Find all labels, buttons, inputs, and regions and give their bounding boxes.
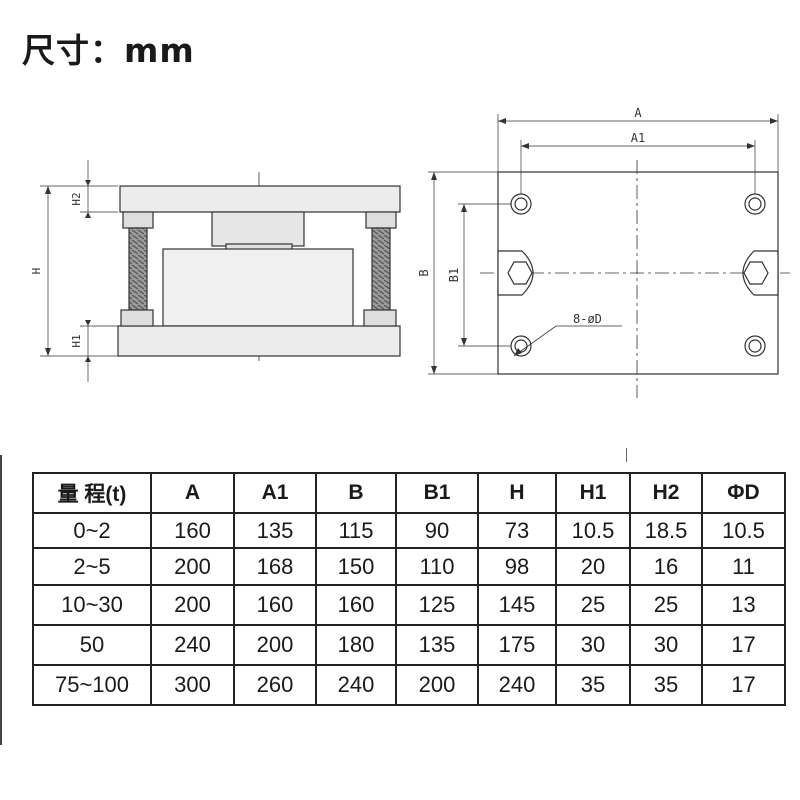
label-h2: H2	[70, 192, 83, 205]
table-cell: 135	[233, 512, 317, 549]
table-cell: 18.5	[629, 512, 703, 549]
left-threaded-rod	[128, 227, 148, 311]
table-cell: 200	[150, 547, 235, 586]
table-cell: 35	[555, 664, 631, 706]
tick-mark	[626, 448, 627, 462]
table-cell: 90	[395, 512, 479, 549]
hole-bottom-right	[744, 335, 766, 357]
table-row: 10~30 200 160 160 125 145 25 25 13	[32, 584, 786, 626]
table-cell: 200	[150, 584, 235, 626]
right-threaded-rod	[371, 227, 391, 311]
table-cell: 180	[315, 624, 397, 666]
page-title: 尺寸：mm	[22, 31, 195, 70]
table-cell: 160	[150, 512, 235, 549]
table-row: 2~5 200 168 150 110 98 20 16 11	[32, 547, 786, 586]
header-b1: B1	[395, 472, 479, 514]
table-cell: 145	[477, 584, 557, 626]
label-a: A	[634, 106, 642, 120]
left-rule	[0, 455, 2, 745]
header-d: ΦD	[701, 472, 786, 514]
left-hex-bracket	[497, 250, 534, 296]
table-cell: 13	[701, 584, 786, 626]
label-b: B	[417, 269, 431, 276]
label-b1: B1	[447, 268, 461, 282]
label-hole-callout: 8-øD	[573, 312, 602, 326]
table-cell: 25	[555, 584, 631, 626]
technical-drawing: H2 H H1	[30, 106, 790, 398]
table-cell: 200	[233, 624, 317, 666]
top-view	[428, 114, 790, 398]
table-cell: 10~30	[32, 584, 152, 626]
table-cell: 240	[150, 624, 235, 666]
table-cell: 73	[477, 512, 557, 549]
label-h1: H1	[70, 334, 83, 347]
table-header-row: 量 程(t) A A1 B B1 H H1 H2 ΦD	[32, 472, 786, 514]
header-h1: H1	[555, 472, 631, 514]
table-cell: 30	[629, 624, 703, 666]
table-cell: 2~5	[32, 547, 152, 586]
table-cell: 240	[477, 664, 557, 706]
table-cell: 10.5	[555, 512, 631, 549]
table-cell: 0~2	[32, 512, 152, 549]
table-row: 50 240 200 180 135 175 30 30 17	[32, 624, 786, 666]
header-h: H	[477, 472, 557, 514]
header-b: B	[315, 472, 397, 514]
header-a1: A1	[233, 472, 317, 514]
load-hub	[211, 211, 305, 247]
label-a1: A1	[631, 131, 645, 145]
table-cell: 75~100	[32, 664, 152, 706]
table-cell: 168	[233, 547, 317, 586]
header-range: 量 程(t)	[32, 472, 152, 514]
table-cell: 160	[315, 584, 397, 626]
table-cell: 20	[555, 547, 631, 586]
label-h: H	[30, 268, 43, 275]
table-cell: 110	[395, 547, 479, 586]
table-cell: 125	[395, 584, 479, 626]
table-cell: 300	[150, 664, 235, 706]
header-a: A	[150, 472, 235, 514]
table-cell: 150	[315, 547, 397, 586]
table-cell: 30	[555, 624, 631, 666]
table-row: 0~2 160 135 115 90 73 10.5 18.5 10.5	[32, 512, 786, 549]
table-cell: 17	[701, 624, 786, 666]
table-cell: 11	[701, 547, 786, 586]
table-cell: 160	[233, 584, 317, 626]
top-plate	[119, 185, 401, 213]
table-cell: 16	[629, 547, 703, 586]
table-cell: 115	[315, 512, 397, 549]
header-h2: H2	[629, 472, 703, 514]
table-cell: 35	[629, 664, 703, 706]
side-view	[40, 160, 401, 382]
spec-table: 量 程(t) A A1 B B1 H H1 H2 ΦD 0~2 160 135 …	[32, 472, 786, 706]
load-cell-body	[162, 248, 354, 327]
table-cell: 17	[701, 664, 786, 706]
bottom-plate	[117, 325, 401, 357]
table-cell: 240	[315, 664, 397, 706]
table-cell: 10.5	[701, 512, 786, 549]
table-cell: 260	[233, 664, 317, 706]
table-cell: 98	[477, 547, 557, 586]
table-cell: 50	[32, 624, 152, 666]
table-cell: 135	[395, 624, 479, 666]
table-cell: 200	[395, 664, 479, 706]
table-row: 75~100 300 260 240 200 240 35 35 17	[32, 664, 786, 706]
table-cell: 25	[629, 584, 703, 626]
table-cell: 175	[477, 624, 557, 666]
right-hex-bracket	[742, 250, 779, 296]
